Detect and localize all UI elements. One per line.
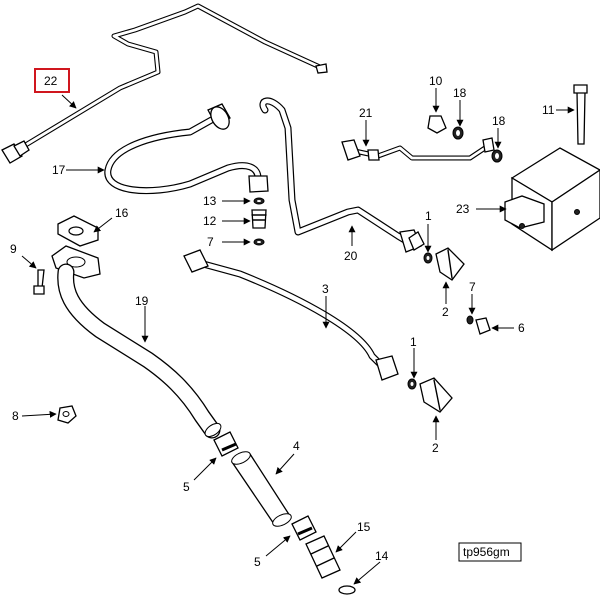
callout-6: 6	[518, 321, 525, 335]
callout-7a: 7	[207, 235, 214, 249]
callout-1a: 1	[425, 209, 432, 223]
callout-2a: 2	[442, 305, 449, 319]
callout-11: 11	[542, 103, 555, 117]
callout-19: 19	[135, 294, 149, 308]
callout-5b: 5	[254, 555, 261, 569]
callout-15: 15	[357, 520, 371, 534]
callout-20: 20	[344, 249, 358, 263]
callout-23: 23	[456, 202, 470, 216]
parts-10-18	[427, 115, 503, 163]
callouts: 22 17 16 9 19 8 13 12 7 10 18 18 21 11 2…	[10, 68, 555, 569]
part-16-gasket	[57, 215, 99, 247]
callout-16: 16	[115, 206, 129, 220]
figure-ref-label: tp956gm	[463, 545, 510, 559]
part-21-tube	[341, 137, 495, 161]
callout-1b: 1	[410, 335, 417, 349]
callout-17: 17	[52, 163, 66, 177]
part-23-block	[504, 147, 600, 252]
leaders	[21, 88, 575, 585]
callout-18b: 18	[492, 114, 506, 128]
part-11-bolt	[573, 84, 588, 145]
highlight-box-22	[34, 68, 70, 93]
callout-9: 9	[10, 242, 17, 256]
part-20-tube	[259, 97, 425, 253]
callout-4: 4	[293, 439, 300, 453]
callout-12: 12	[203, 214, 217, 228]
figure-reference: tp956gm	[458, 542, 522, 562]
callout-10: 10	[429, 74, 443, 88]
callout-7b: 7	[469, 280, 476, 294]
callout-2b: 2	[432, 441, 439, 455]
callout-14: 14	[375, 549, 389, 563]
part-3-hose	[183, 249, 399, 381]
part-9-bolt	[33, 269, 45, 295]
right-fittings	[407, 247, 491, 413]
part-17-hose	[104, 103, 269, 195]
callout-22: 22	[44, 74, 58, 88]
callout-3: 3	[322, 282, 329, 296]
callout-21: 21	[359, 106, 373, 120]
fitting-stack-13-12-7	[251, 197, 267, 246]
lower-parts-5-4-15-14	[213, 431, 356, 595]
callout-13: 13	[203, 194, 217, 208]
callout-5a: 5	[183, 480, 190, 494]
part-8-nut	[57, 405, 77, 424]
callout-8: 8	[12, 409, 19, 423]
part-22-tube	[1, 3, 328, 164]
part-19-tube	[51, 245, 222, 439]
callout-18a: 18	[453, 86, 467, 100]
